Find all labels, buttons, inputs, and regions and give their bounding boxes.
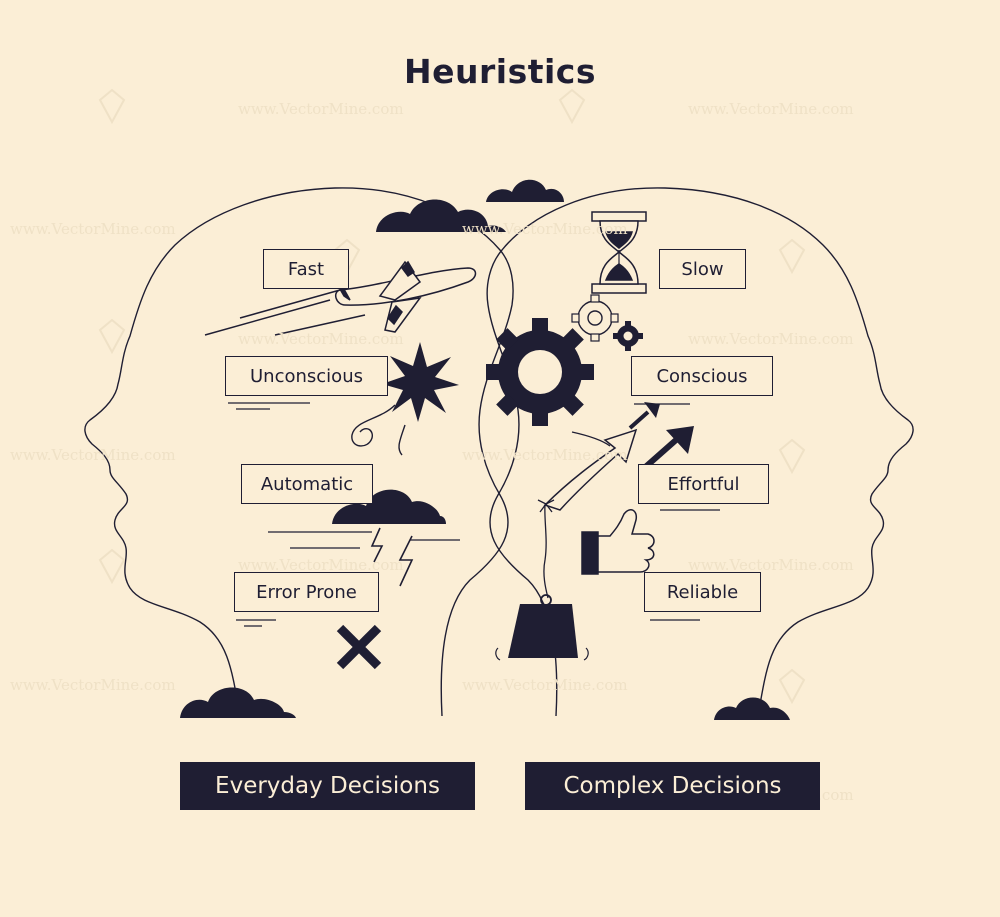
left-head-outline bbox=[84, 187, 514, 717]
watermark: www.VectorMine.com bbox=[10, 446, 176, 464]
airplane-icon bbox=[204, 260, 477, 336]
burst-star-icon bbox=[351, 342, 459, 456]
cloud-icon bbox=[180, 687, 296, 718]
cloud-icon bbox=[376, 199, 506, 232]
trait-fast: Fast bbox=[263, 249, 349, 289]
right-head-outline bbox=[486, 187, 914, 717]
up-arrow-icon bbox=[543, 428, 638, 511]
trait-automatic: Automatic bbox=[241, 464, 373, 504]
trait-effortful: Effortful bbox=[638, 464, 769, 504]
hourglass-icon bbox=[591, 211, 647, 294]
storm-cloud-icon bbox=[268, 489, 460, 587]
watermark: www.VectorMine.com bbox=[462, 446, 628, 464]
watermark: www.VectorMine.com bbox=[10, 220, 176, 238]
trait-reliable: Reliable bbox=[644, 572, 761, 612]
watermark: www.VectorMine.com bbox=[10, 676, 176, 694]
watermark: www.VectorMine.com bbox=[238, 330, 404, 348]
trait-conscious: Conscious bbox=[631, 356, 773, 396]
cloud-icon bbox=[714, 697, 790, 720]
watermark: www.VectorMine.com bbox=[462, 220, 628, 238]
gear-icon bbox=[613, 321, 643, 351]
thumbs-up-icon bbox=[581, 509, 655, 575]
caption-complex-decisions: Complex Decisions bbox=[525, 762, 820, 810]
weight-icon bbox=[495, 499, 589, 661]
trait-unconscious: Unconscious bbox=[225, 356, 388, 396]
cloud-icon bbox=[486, 179, 564, 202]
gear-icon bbox=[486, 318, 594, 426]
page-title: Heuristics bbox=[403, 52, 596, 91]
watermark: www.VectorMine.com bbox=[462, 676, 628, 694]
up-arrow-icon bbox=[628, 402, 660, 430]
label-strokes bbox=[228, 402, 720, 627]
watermark: www.VectorMine.com bbox=[688, 330, 854, 348]
x-mark-icon bbox=[336, 624, 382, 670]
gear-icon bbox=[571, 294, 619, 342]
watermark: www.VectorMine.com bbox=[238, 100, 404, 118]
watermark: www.VectorMine.com bbox=[688, 100, 854, 118]
watermark-layer bbox=[98, 88, 806, 705]
watermark: www.VectorMine.com bbox=[688, 556, 854, 574]
watermark: www.VectorMine.com bbox=[238, 556, 404, 574]
trait-error-prone: Error Prone bbox=[234, 572, 379, 612]
caption-everyday-decisions: Everyday Decisions bbox=[180, 762, 475, 810]
trait-slow: Slow bbox=[659, 249, 746, 289]
